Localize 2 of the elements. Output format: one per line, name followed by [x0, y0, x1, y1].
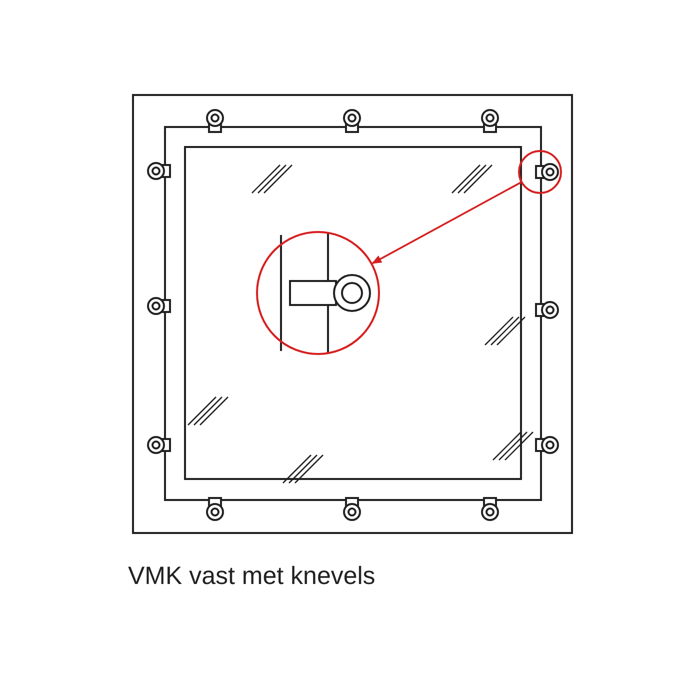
caption: VMK vast met knevels	[128, 562, 376, 591]
arrow	[372, 182, 522, 264]
